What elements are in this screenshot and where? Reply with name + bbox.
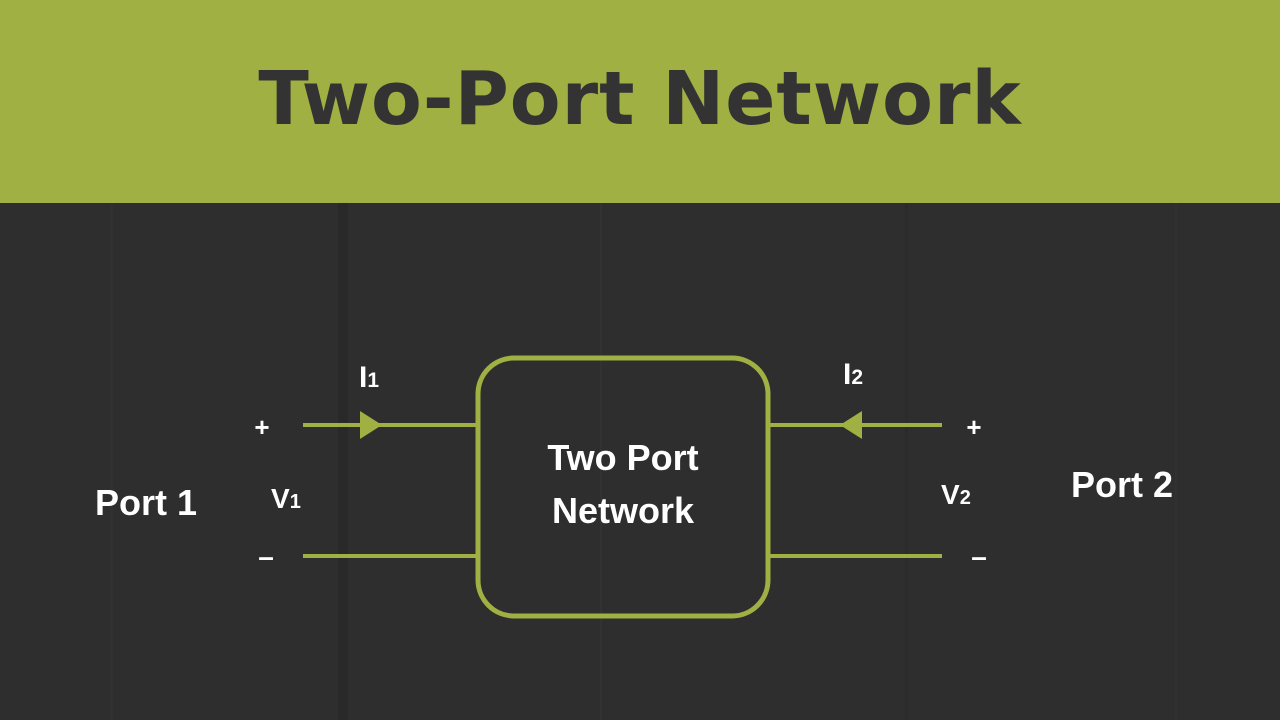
port2-minus-sign: – bbox=[971, 541, 987, 572]
voltage-v2-symbol: V bbox=[941, 479, 960, 510]
voltage-v1-label: V1 bbox=[271, 483, 301, 514]
page-title: Two-Port Network bbox=[258, 55, 1022, 142]
port2-plus-sign: + bbox=[966, 412, 981, 442]
current-i1-label: I1 bbox=[359, 361, 379, 394]
chalkboard-texture bbox=[0, 203, 1280, 720]
current-i2-symbol: I bbox=[843, 358, 851, 391]
title-banner: Two-Port Network bbox=[0, 0, 1280, 203]
voltage-v2-label: V2 bbox=[941, 479, 971, 510]
port1-minus-sign: – bbox=[258, 541, 274, 572]
current-i1-symbol: I bbox=[359, 361, 367, 394]
voltage-v2-subscript: 2 bbox=[960, 487, 971, 509]
current-arrow-i2 bbox=[840, 411, 862, 439]
box-label-line2: Network bbox=[552, 490, 695, 531]
current-i1-subscript: 1 bbox=[367, 369, 379, 392]
current-i2-label: I2 bbox=[843, 358, 863, 391]
port1-label: Port 1 bbox=[95, 482, 197, 523]
box-label-line1: Two Port bbox=[547, 437, 698, 478]
voltage-v1-subscript: 1 bbox=[290, 491, 301, 513]
chalkboard-background bbox=[0, 203, 1280, 720]
network-box bbox=[475, 355, 771, 619]
port1-plus-sign: + bbox=[254, 412, 269, 442]
current-i2-subscript: 2 bbox=[851, 366, 863, 389]
voltage-v1-symbol: V bbox=[271, 483, 290, 514]
current-arrow-i1 bbox=[360, 411, 382, 439]
port2-label: Port 2 bbox=[1071, 464, 1173, 505]
